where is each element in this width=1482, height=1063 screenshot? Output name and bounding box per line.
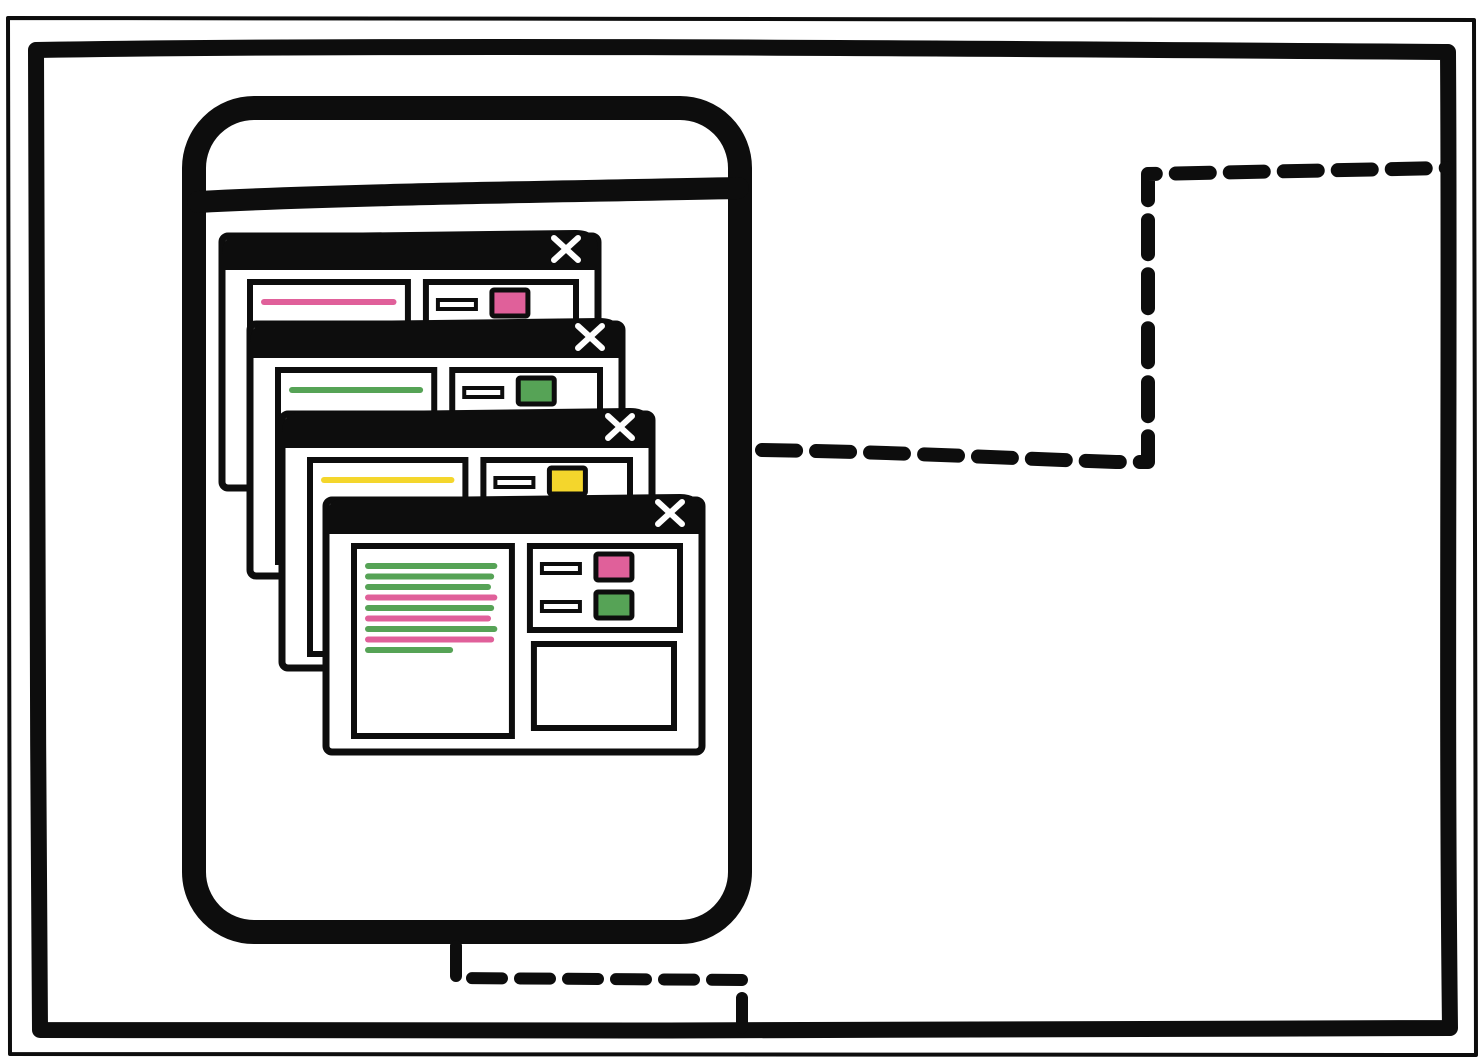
field-label-box (542, 602, 580, 611)
window-title-bar (282, 408, 652, 448)
window-title-bar (326, 494, 702, 534)
status-chip (596, 554, 632, 580)
status-chip (596, 592, 632, 618)
window-title-bar (222, 230, 598, 270)
app-window-4 (326, 494, 702, 752)
field-label-box (542, 564, 580, 573)
status-chip (518, 378, 554, 404)
status-chip (549, 468, 585, 494)
dashed-connector-right (762, 168, 1446, 462)
status-chip (492, 290, 528, 316)
phone-header-bar (198, 188, 738, 202)
field-label-box (438, 300, 476, 309)
field-label-box (495, 478, 533, 487)
field-label-box (464, 388, 502, 397)
window-lower-panel (534, 644, 674, 728)
window-title-bar (250, 318, 622, 358)
dashed-connector-bottom (456, 946, 742, 1028)
